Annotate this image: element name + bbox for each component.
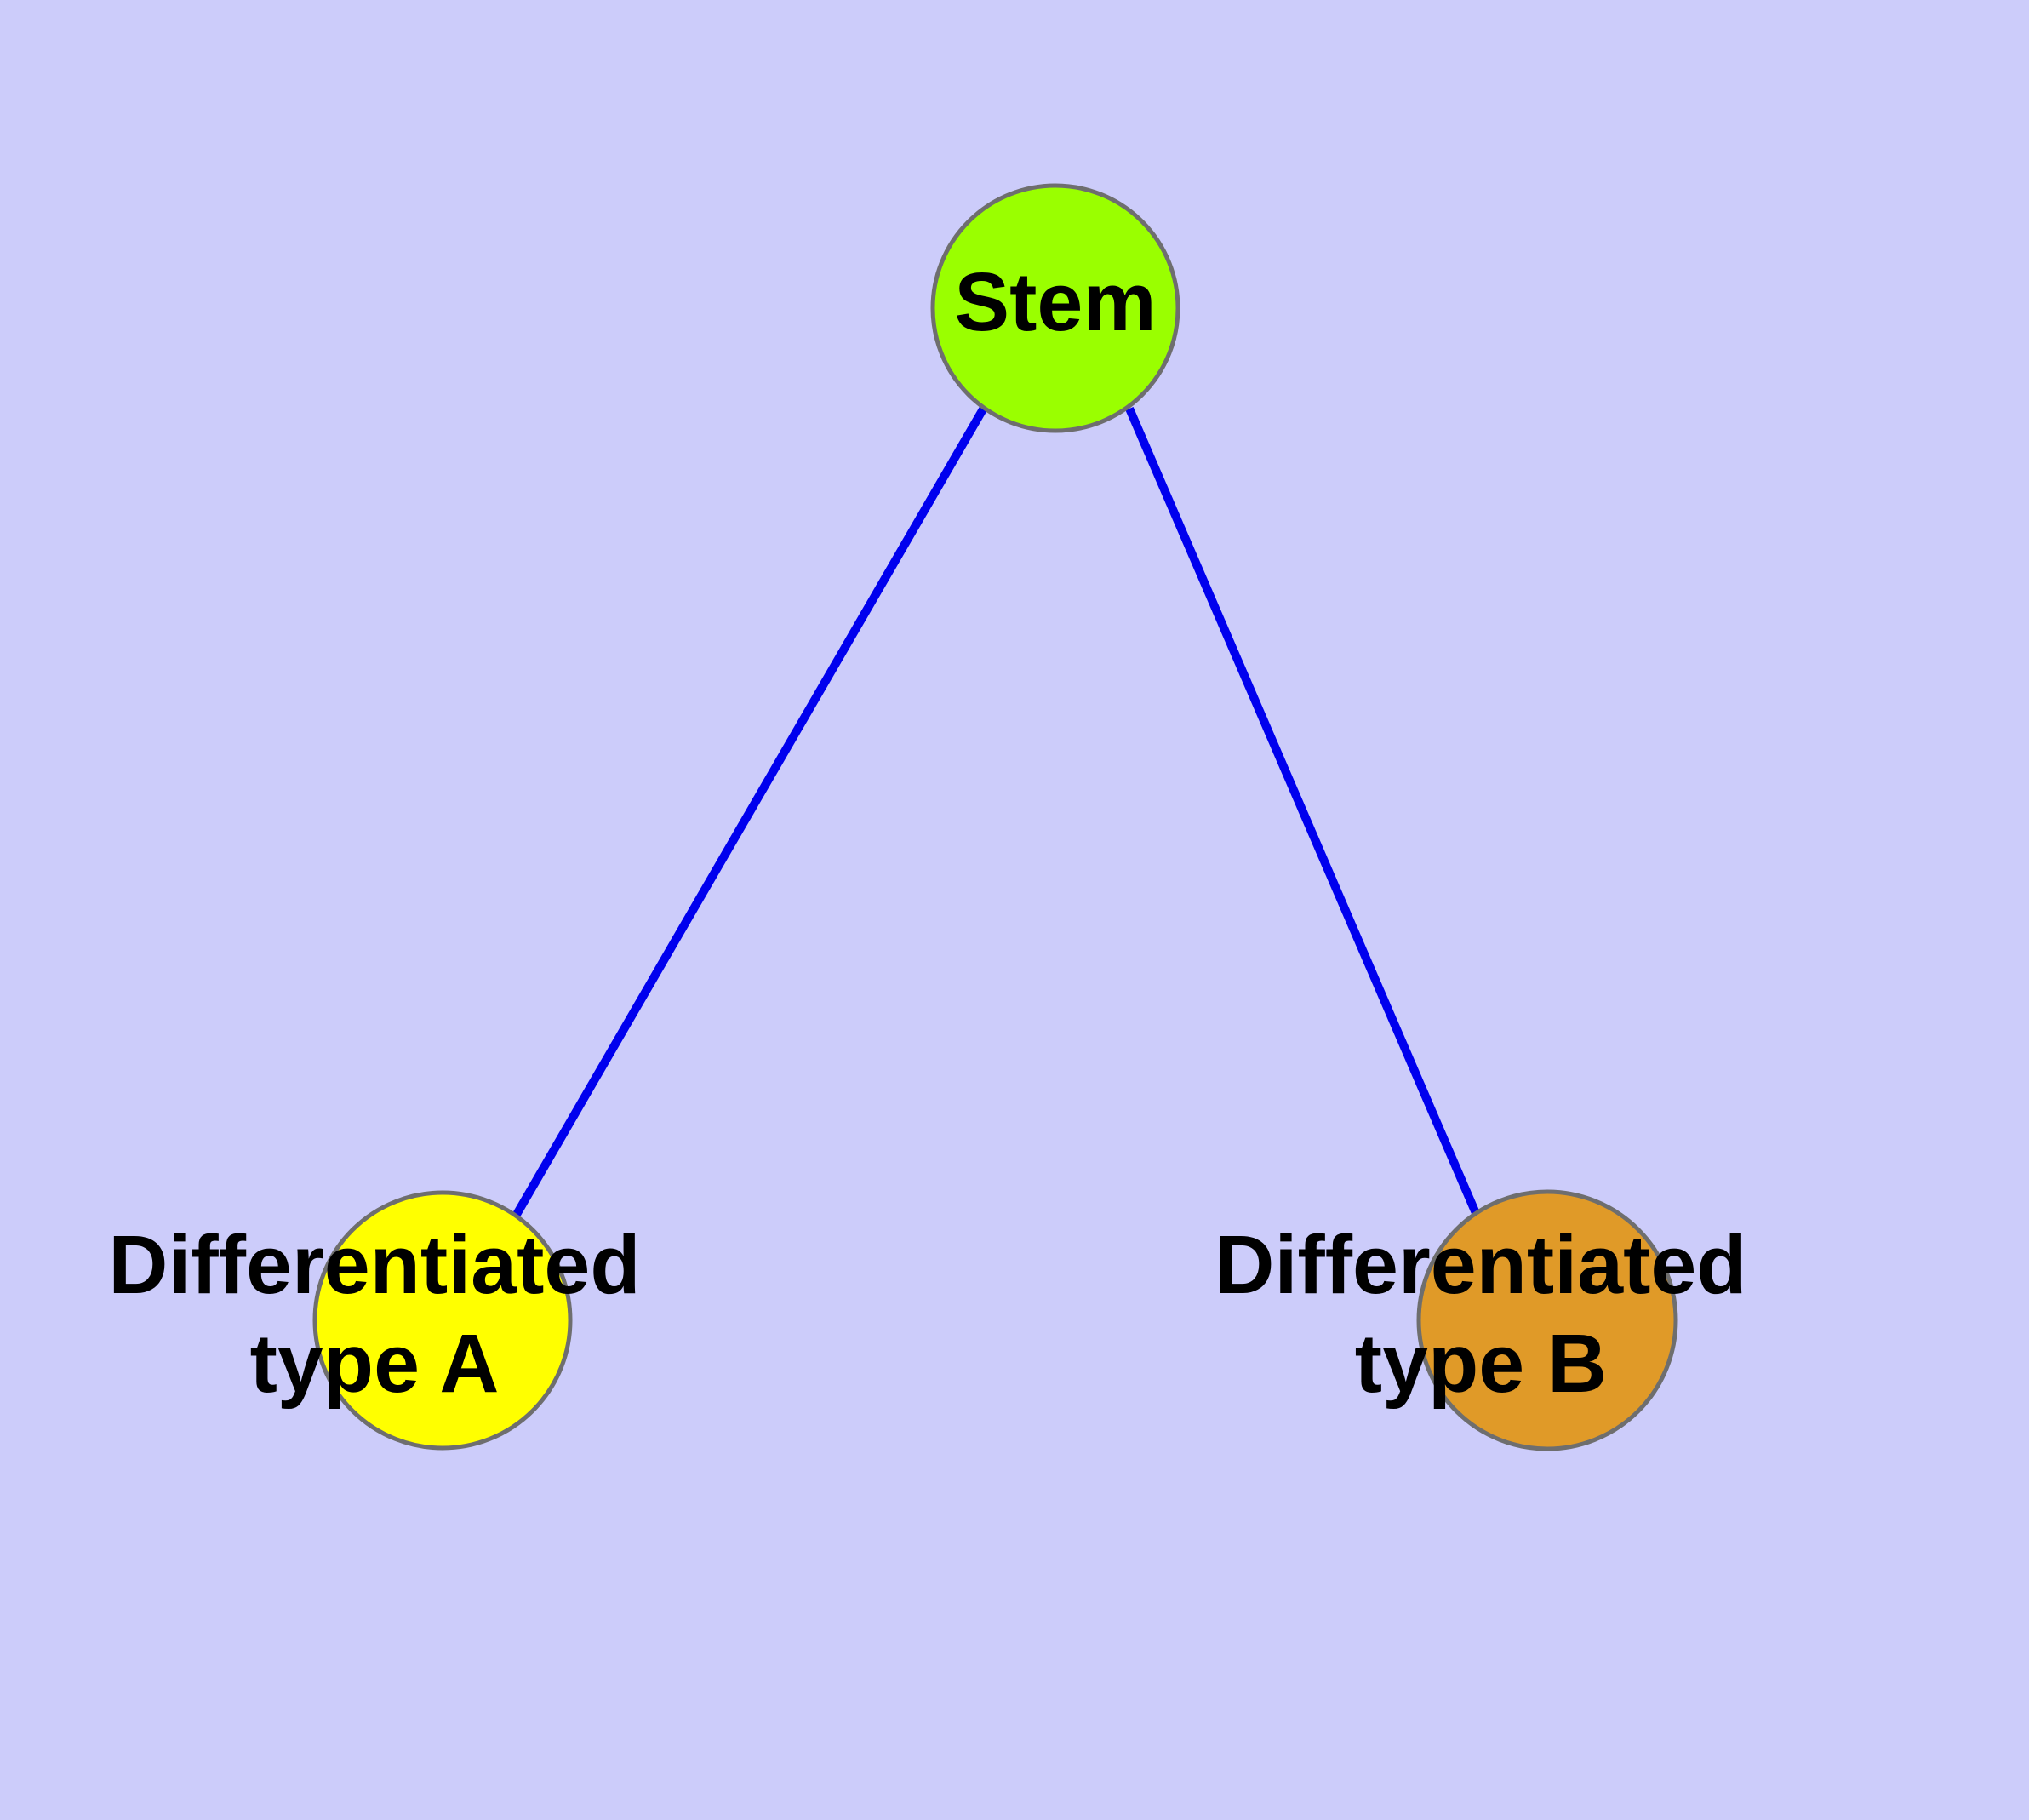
node-label-line: type B (1355, 1317, 1607, 1410)
node-label-stem: Stem (954, 255, 1156, 348)
node-label-line: Differentiated (108, 1218, 640, 1311)
node-stem[interactable]: Stem (930, 183, 1180, 433)
node-circle-diff_b[interactable] (1416, 1189, 1678, 1451)
edges-layer (511, 405, 1483, 1221)
node-label-line: Differentiated (1215, 1218, 1746, 1311)
node-circle-diff_a[interactable] (312, 1190, 573, 1451)
edge-stem-to-diff-a[interactable] (511, 405, 988, 1220)
node-circle-stem[interactable] (930, 183, 1180, 433)
node-label-line: type A (250, 1317, 500, 1410)
edge-stem-to-diff-b[interactable] (1125, 407, 1483, 1221)
node-label-line: Stem (954, 255, 1156, 348)
